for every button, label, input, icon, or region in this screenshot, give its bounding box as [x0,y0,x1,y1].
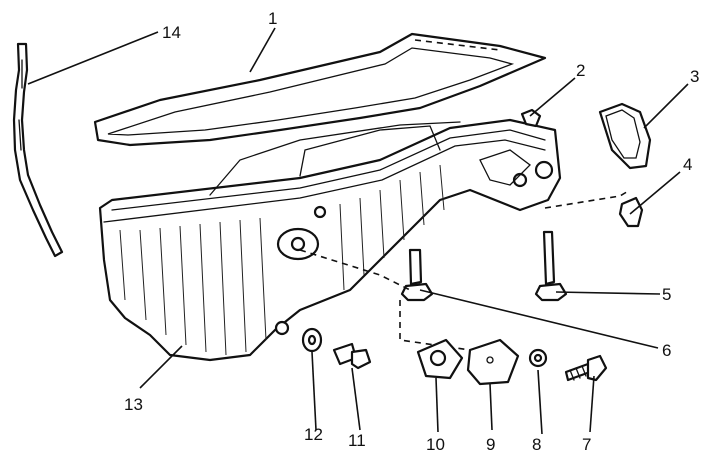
callout-11: 11 [348,431,366,450]
oil-pan-part [98,118,562,362]
callout-8: 8 [532,435,541,454]
callout-13: 13 [124,395,143,414]
callout-3: 3 [690,67,699,86]
cover-plate-part [466,338,520,386]
drain-plug-part [332,342,372,370]
callout-labels: 1 2 3 4 5 6 7 8 9 10 11 12 13 14 [124,9,699,454]
short-stud-part [400,248,434,302]
bolt-part [564,354,608,382]
rear-seal-part [598,102,652,170]
drain-plug-washer-part [301,327,323,353]
long-stud-part [534,230,568,302]
washer-part [528,348,548,368]
dipstick-part [12,42,64,258]
leader-lines [27,27,689,435]
callout-5: 5 [662,285,671,304]
callout-9: 9 [486,435,495,454]
callout-12: 12 [304,425,323,444]
cover-gasket-part [416,338,464,380]
callout-2: 2 [576,61,585,80]
callout-10: 10 [426,435,445,454]
callout-14: 14 [162,23,181,42]
oil-pan-gasket-part [93,32,547,147]
callout-7: 7 [582,435,591,454]
plug-part [618,196,644,228]
clip-part [520,108,542,128]
callout-4: 4 [683,155,692,174]
callout-6: 6 [662,341,671,360]
callout-1: 1 [268,9,277,28]
